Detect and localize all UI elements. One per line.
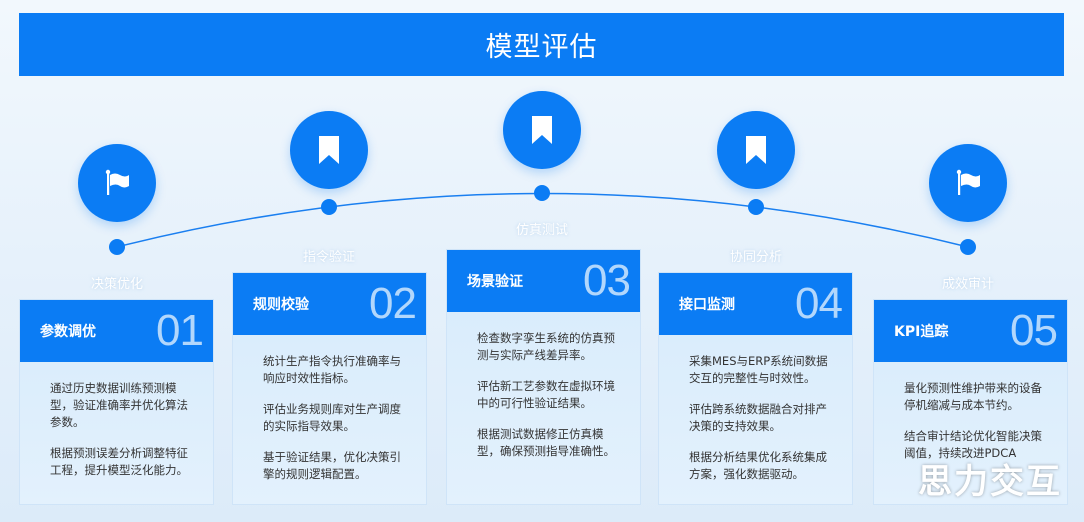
card-paragraph: 量化预测性维护带来的设备停机缩减与成本节约。 (904, 381, 1042, 412)
flag-icon (78, 144, 156, 222)
card-number: 02 (369, 279, 417, 328)
card-paragraph: 采集MES与ERP系统间数据交互的完整性与时效性。 (689, 354, 828, 385)
card-paragraph: 基于验证结果，优化决策引擎的规则逻辑配置。 (263, 450, 401, 481)
card-body: 统计生产指令执行准确率与响应时效性指标。评估业务规则库对生产调度的实际指导效果。… (233, 335, 426, 511)
card-paragraph: 通过历史数据训练预测模型，验证准确率并优化算法参数。 (50, 381, 188, 429)
card-header: 接口监测 04 (659, 273, 852, 335)
card-header: 参数调优 01 (20, 300, 213, 362)
card-number: 01 (156, 306, 204, 355)
timeline-dot (960, 239, 976, 255)
stage-label: 决策优化 (90, 277, 144, 292)
card-title: 规则校验 (253, 297, 309, 313)
card-paragraph: 根据预测误差分析调整特征工程，提升模型泛化能力。 (50, 446, 188, 477)
card-paragraph: 统计生产指令执行准确率与响应时效性指标。 (263, 354, 401, 385)
card-paragraph: 评估跨系统数据融合对排产决策的支持效果。 (689, 402, 827, 433)
stage-label: 成效审计 (941, 277, 995, 292)
step-card: 接口监测 04 采集MES与ERP系统间数据交互的完整性与时效性。评估跨系统数据… (658, 272, 853, 505)
card-number: 05 (1010, 306, 1058, 355)
card-body: 通过历史数据训练预测模型，验证准确率并优化算法参数。根据预测误差分析调整特征工程… (20, 362, 213, 507)
stage-label: 指令验证 (302, 250, 356, 265)
timeline-dot (321, 199, 337, 215)
card-header: KPI追踪 05 (874, 300, 1067, 362)
bookmark-icon (717, 111, 795, 189)
timeline-dot (748, 199, 764, 215)
card-title: 接口监测 (679, 297, 735, 313)
card-paragraph: 评估新工艺参数在虚拟环境中的可行性验证结果。 (477, 379, 615, 410)
watermark: 思力交互 (918, 462, 1062, 502)
step-card: 参数调优 01 通过历史数据训练预测模型，验证准确率并优化算法参数。根据预测误差… (19, 299, 214, 505)
card-header: 场景验证 03 (447, 250, 640, 312)
step-card: 规则校验 02 统计生产指令执行准确率与响应时效性指标。评估业务规则库对生产调度… (232, 272, 427, 505)
card-body: 采集MES与ERP系统间数据交互的完整性与时效性。评估跨系统数据融合对排产决策的… (659, 335, 852, 511)
step-card: KPI追踪 05 量化预测性维护带来的设备停机缩减与成本节约。结合审计结论优化智… (873, 299, 1068, 505)
card-number: 03 (583, 256, 631, 305)
card-title: KPI追踪 (894, 324, 949, 340)
card-paragraph: 评估业务规则库对生产调度的实际指导效果。 (263, 402, 401, 433)
timeline-dot (534, 185, 550, 201)
page-title: 模型评估 (19, 13, 1064, 76)
card-paragraph: 检查数字孪生系统的仿真预测与实际产线差异率。 (477, 331, 615, 362)
flag-icon (929, 144, 1007, 222)
card-title: 场景验证 (467, 274, 523, 290)
card-paragraph: 根据测试数据修正仿真模型，确保预测指导准确性。 (477, 427, 615, 458)
bookmark-icon (503, 91, 581, 169)
card-paragraph: 结合审计结论优化智能决策阈值，持续改进PDCA (904, 429, 1042, 460)
timeline-dot (109, 239, 125, 255)
bookmark-icon (290, 111, 368, 189)
card-number: 04 (795, 279, 843, 328)
card-body: 检查数字孪生系统的仿真预测与实际产线差异率。评估新工艺参数在虚拟环境中的可行性验… (447, 312, 640, 488)
stage-label: 协同分析 (729, 250, 783, 265)
card-paragraph: 根据分析结果优化系统集成方案，强化数据驱动。 (689, 450, 827, 481)
card-title: 参数调优 (40, 324, 96, 340)
card-header: 规则校验 02 (233, 273, 426, 335)
step-card: 场景验证 03 检查数字孪生系统的仿真预测与实际产线差异率。评估新工艺参数在虚拟… (446, 249, 641, 505)
card-body: 量化预测性维护带来的设备停机缩减与成本节约。结合审计结论优化智能决策阈值，持续改… (874, 362, 1067, 490)
stage-label: 仿真测试 (515, 223, 569, 238)
